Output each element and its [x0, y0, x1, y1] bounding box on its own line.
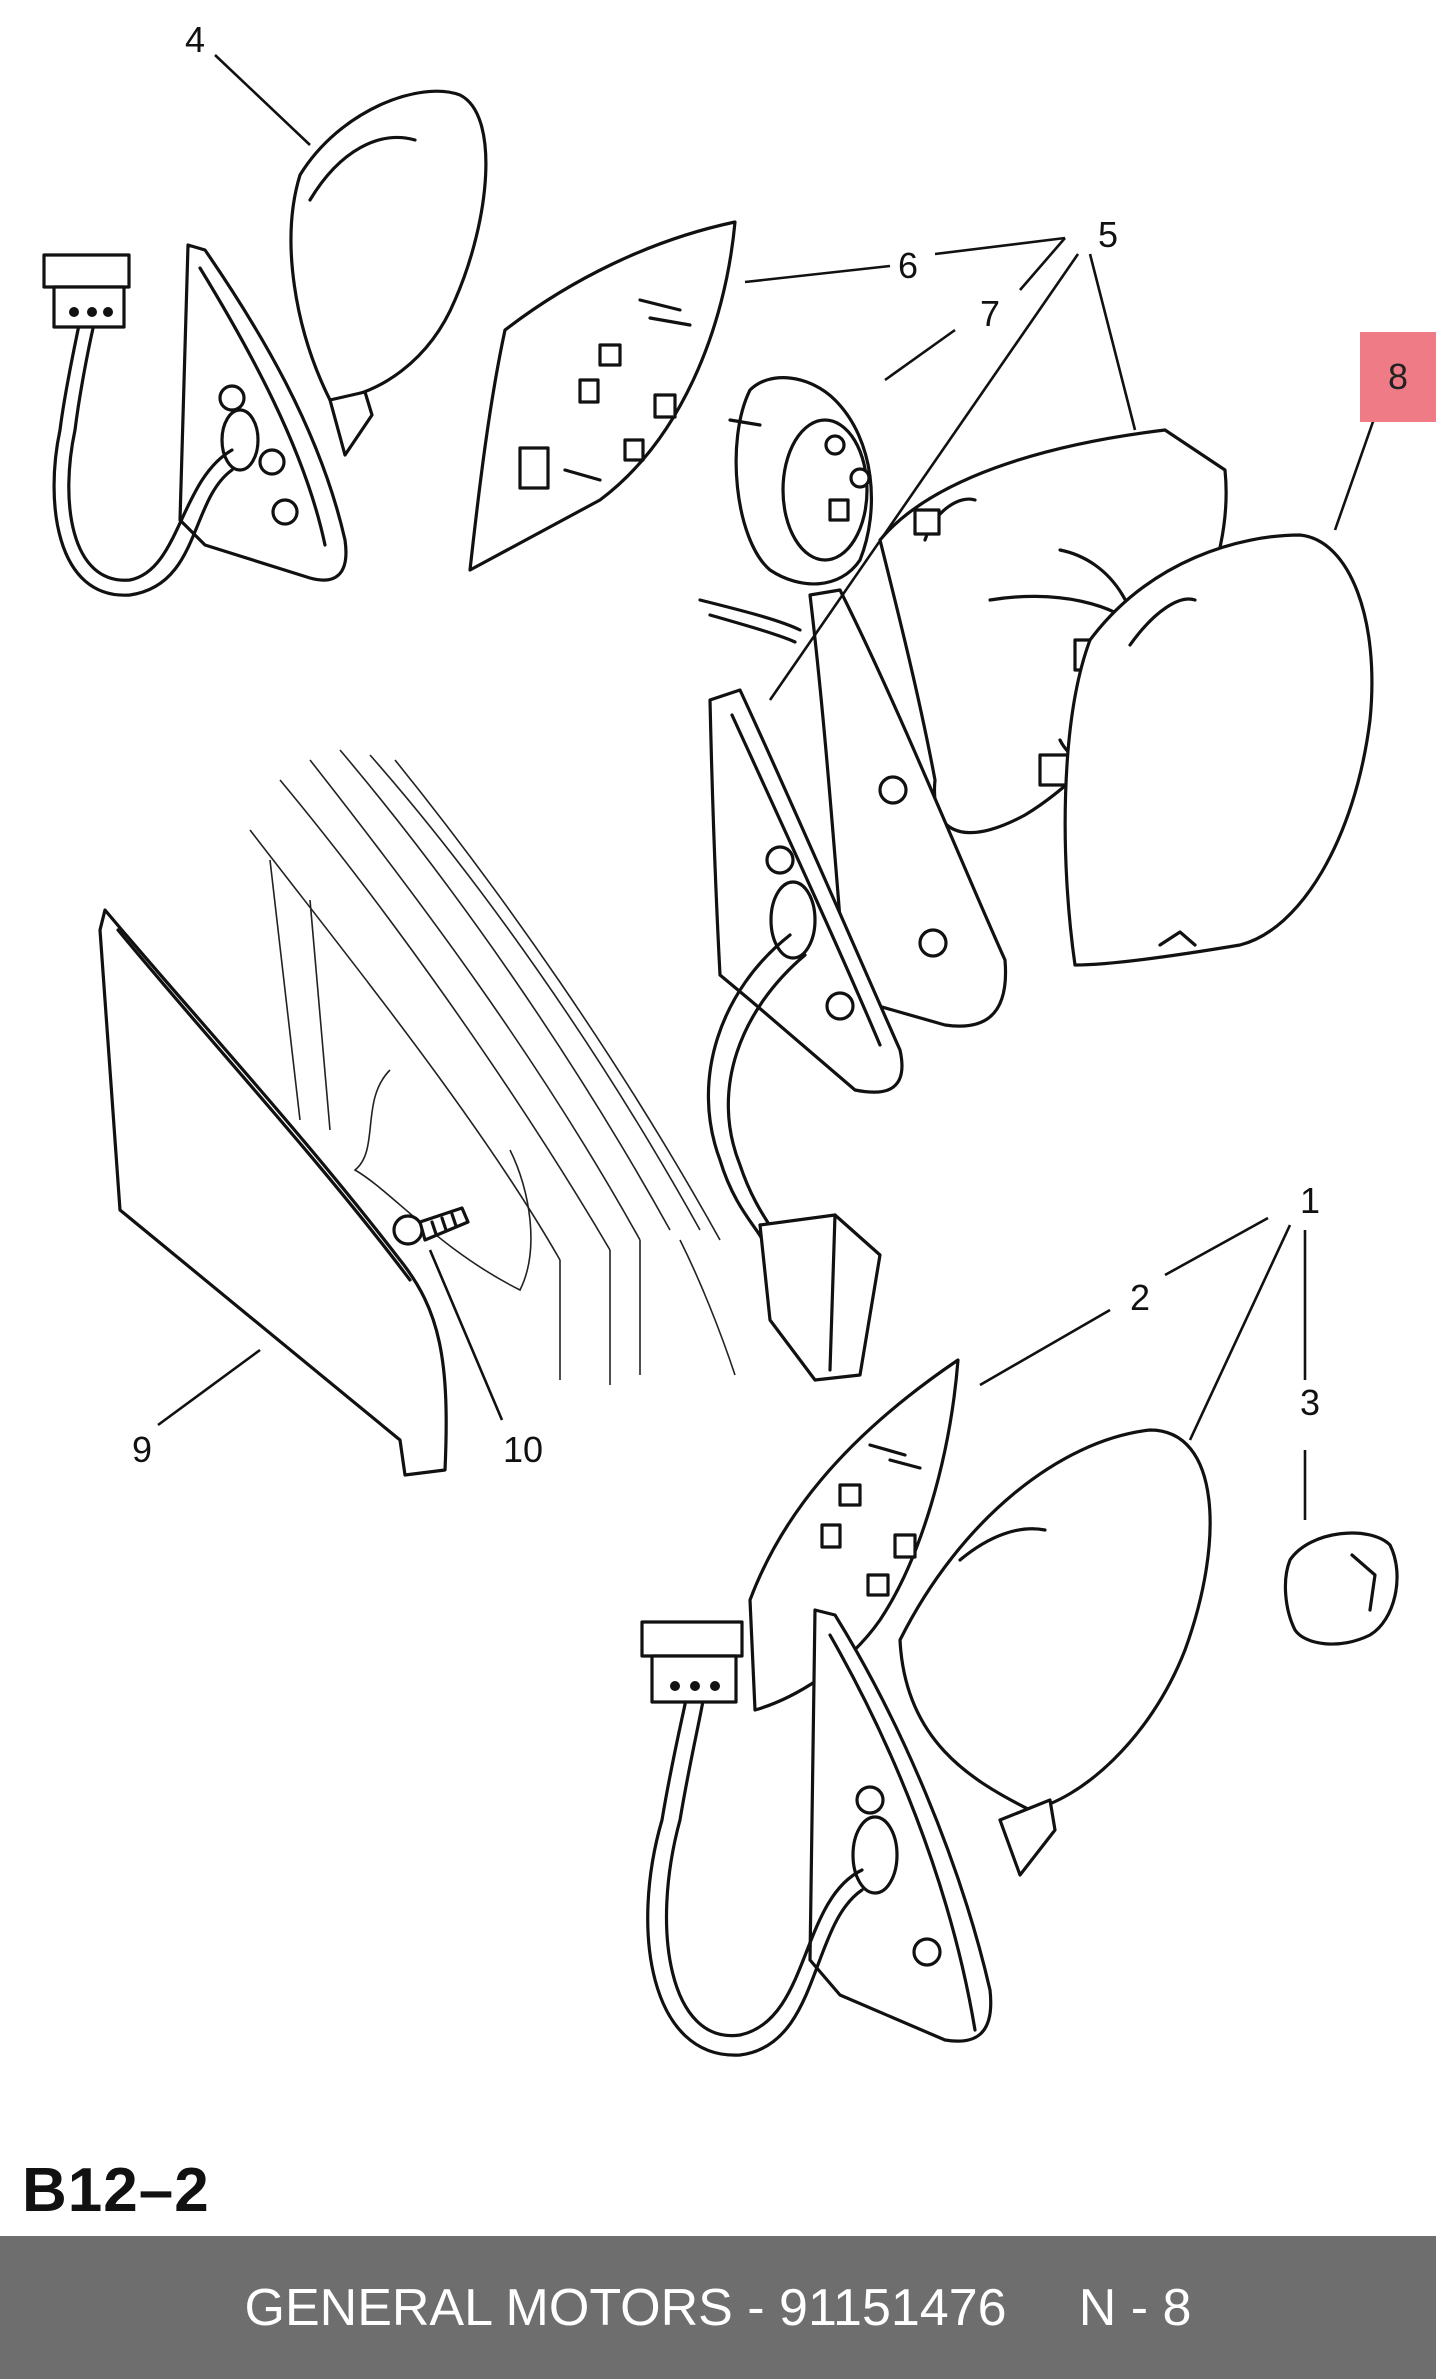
callout-8-highlight [1360, 332, 1436, 422]
callout-4: 4 [184, 19, 206, 60]
footer-position-label: N - 8 [1078, 2278, 1192, 2337]
footer-part-number: GENERAL MOTORS - 91151476 [244, 2278, 1007, 2337]
footer-spacer [1007, 2278, 1079, 2338]
leader-lines [157, 54, 1384, 1520]
callout-7: 7 [979, 293, 1001, 334]
part-7-motor [698, 376, 874, 644]
callout-3: 3 [1299, 1382, 1321, 1423]
callout-8: 8 [1387, 356, 1409, 397]
part-4-mirror-assembly [42, 89, 488, 597]
part-10-screw [392, 1206, 470, 1246]
part-6-glass-plate [468, 220, 737, 572]
part-1-mirror-assembly [640, 1428, 1212, 2057]
exploded-mirror-diagram [42, 54, 1436, 2057]
callout-5: 5 [1097, 214, 1119, 255]
diagram-drawing [42, 54, 1436, 2057]
part-8-cover-cap [1063, 533, 1374, 967]
part-3-cap [1283, 1531, 1399, 1646]
footer-bar: GENERAL MOTORS - 91151476 N - 8 [0, 2236, 1436, 2379]
callout-9: 9 [131, 1429, 153, 1470]
callout-6: 6 [897, 245, 919, 286]
callout-2: 2 [1129, 1277, 1151, 1318]
callout-1: 1 [1299, 1180, 1321, 1221]
callout-10: 10 [502, 1429, 544, 1470]
page-code: B12–2 [22, 2156, 210, 2225]
part-9-trim-panel [98, 908, 448, 1477]
